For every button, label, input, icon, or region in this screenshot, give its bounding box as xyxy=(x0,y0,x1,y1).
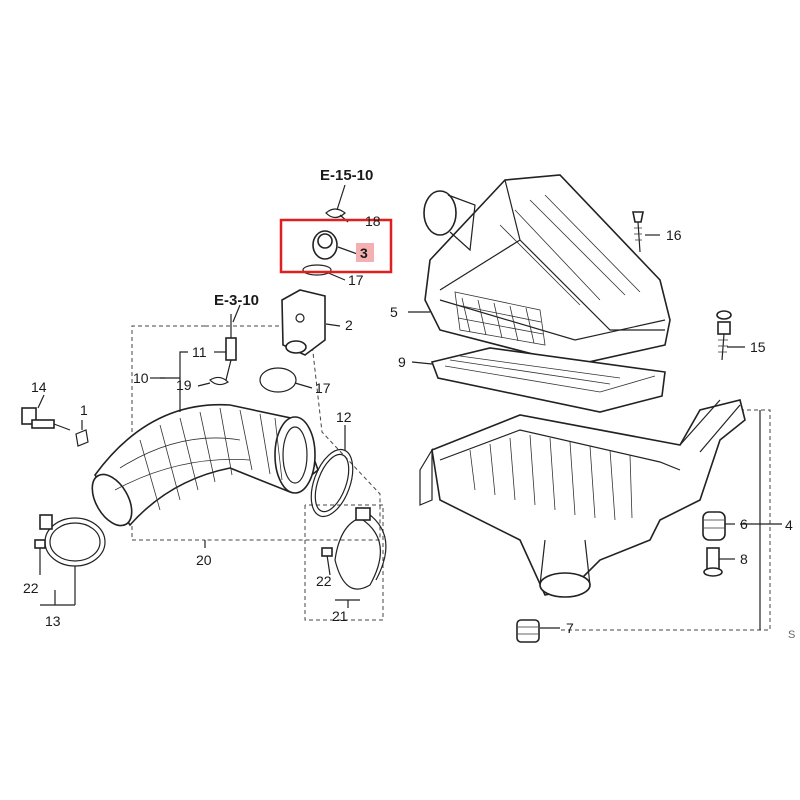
o-ring-12 xyxy=(310,448,354,518)
callout-8: 8 xyxy=(740,551,748,567)
callout-14: 14 xyxy=(31,379,47,395)
callout-17-low: 17 xyxy=(315,380,331,396)
callout-20: 20 xyxy=(196,552,212,568)
callout-5: 5 xyxy=(390,304,398,320)
ref-label-left[interactable]: E-3-10 xyxy=(214,292,259,309)
callout-3: 3 xyxy=(360,245,368,261)
air-cleaner-housing xyxy=(419,399,746,598)
clip-19 xyxy=(209,376,229,386)
air-filter-element xyxy=(430,347,666,413)
callout-12: 12 xyxy=(336,409,352,425)
edge-text: S xyxy=(788,629,795,641)
group-outline-4 xyxy=(560,409,771,631)
callout-15: 15 xyxy=(750,339,766,355)
callout-6: 6 xyxy=(740,516,748,532)
ref-label-top[interactable]: E-15-10 xyxy=(320,167,373,184)
callout-1: 1 xyxy=(80,402,88,418)
collar-8 xyxy=(703,547,723,577)
band-clamp-21 xyxy=(334,507,387,590)
bolt-16 xyxy=(632,211,644,253)
bolt-15 xyxy=(716,310,732,361)
sensor-14 xyxy=(21,407,71,431)
band-clamp-13 xyxy=(39,514,106,567)
group-outline-21 xyxy=(304,504,384,621)
callout-16: 16 xyxy=(666,227,682,243)
intake-duct-20 xyxy=(91,403,319,527)
grommet-7 xyxy=(516,619,540,643)
callout-19: 19 xyxy=(176,377,192,393)
callout-22-right: 22 xyxy=(316,573,332,589)
callout-10: 10 xyxy=(133,370,149,386)
highlight-label-bg xyxy=(356,243,374,262)
highlight-box xyxy=(279,218,393,274)
bolt-22-right xyxy=(321,547,333,576)
callout-9: 9 xyxy=(398,354,406,370)
callout-4: 4 xyxy=(785,517,793,533)
clamp-17-top xyxy=(302,264,332,276)
clamp-17-low xyxy=(259,367,297,393)
callout-22-left: 22 xyxy=(23,580,39,596)
callout-7: 7 xyxy=(566,620,574,636)
bolt-22-left xyxy=(34,539,46,575)
grommet-6 xyxy=(702,511,726,541)
air-cleaner-lid xyxy=(423,174,671,366)
callout-2: 2 xyxy=(345,317,353,333)
resonator-2 xyxy=(281,289,326,356)
callout-18: 18 xyxy=(365,213,381,229)
callout-11: 11 xyxy=(192,344,207,360)
connector-11 xyxy=(225,314,237,381)
clip-1 xyxy=(75,429,89,447)
clip-18 xyxy=(325,208,346,219)
callout-13: 13 xyxy=(45,613,61,629)
group-outline-20 xyxy=(131,325,205,541)
callout-17-top: 17 xyxy=(348,272,364,288)
leader-lines xyxy=(37,184,782,630)
callout-21: 21 xyxy=(332,608,348,624)
grommet-3 xyxy=(312,230,338,260)
